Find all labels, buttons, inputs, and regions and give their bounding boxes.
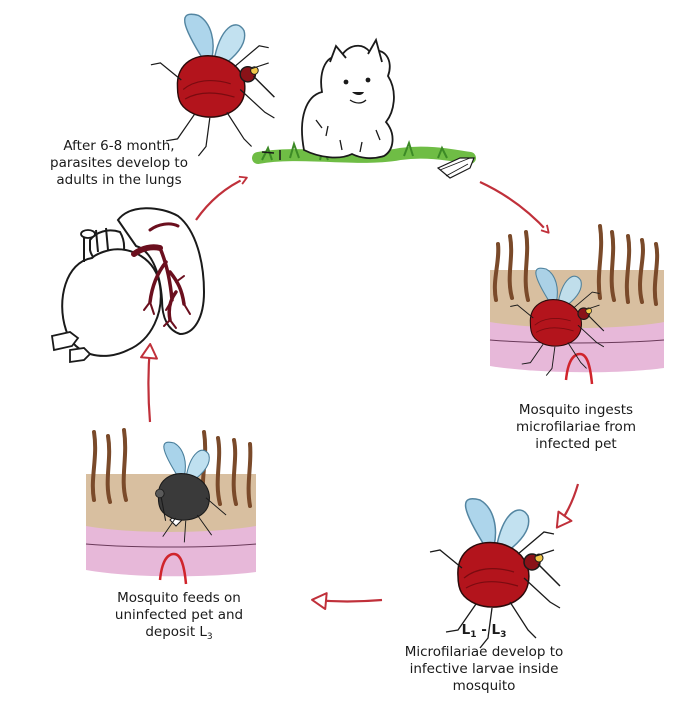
stage-dash: - L xyxy=(477,622,501,638)
caption-line: deposit L3 xyxy=(84,624,274,646)
caption-line: uninfected pet and xyxy=(84,607,274,624)
caption-line: infected pet xyxy=(486,436,666,453)
cycle-arrow-icon xyxy=(480,182,548,232)
caption-microfilariae-develop: L1 - L3 Microfilariae develop to infecti… xyxy=(384,622,584,695)
caption-line: parasites develop to xyxy=(30,155,208,172)
stage-letter: L xyxy=(462,622,471,638)
dog-icon xyxy=(258,40,474,178)
cycle-arrow-icon xyxy=(558,484,578,526)
caption-adults-in-lungs: After 6-8 month, parasites develop to ad… xyxy=(30,138,208,189)
stage-to: 3 xyxy=(500,630,506,640)
caption-mosquito-feeds: Mosquito feeds on uninfected pet and dep… xyxy=(84,590,274,646)
caption-text: deposit L xyxy=(145,624,207,640)
caption-line: microfilariae from xyxy=(486,419,666,436)
heart-lungs-icon xyxy=(52,208,204,362)
caption-line: Microfilariae develop to xyxy=(384,644,584,661)
caption-line: Mosquito ingests xyxy=(486,402,666,419)
caption-line: mosquito xyxy=(384,678,584,695)
stage-subscript: 3 xyxy=(207,632,213,642)
cycle-arrow-icon xyxy=(314,600,382,602)
caption-line: adults in the lungs xyxy=(30,172,208,189)
stage-label: L1 - L3 xyxy=(384,622,584,644)
cycle-arrow-icon xyxy=(149,346,151,422)
caption-line: Mosquito feeds on xyxy=(84,590,274,607)
mosquito-icon xyxy=(151,14,275,156)
caption-mosquito-ingests: Mosquito ingests microfilariae from infe… xyxy=(486,402,666,453)
caption-line: After 6-8 month, xyxy=(30,138,208,155)
caption-line: infective larvae inside xyxy=(384,661,584,678)
